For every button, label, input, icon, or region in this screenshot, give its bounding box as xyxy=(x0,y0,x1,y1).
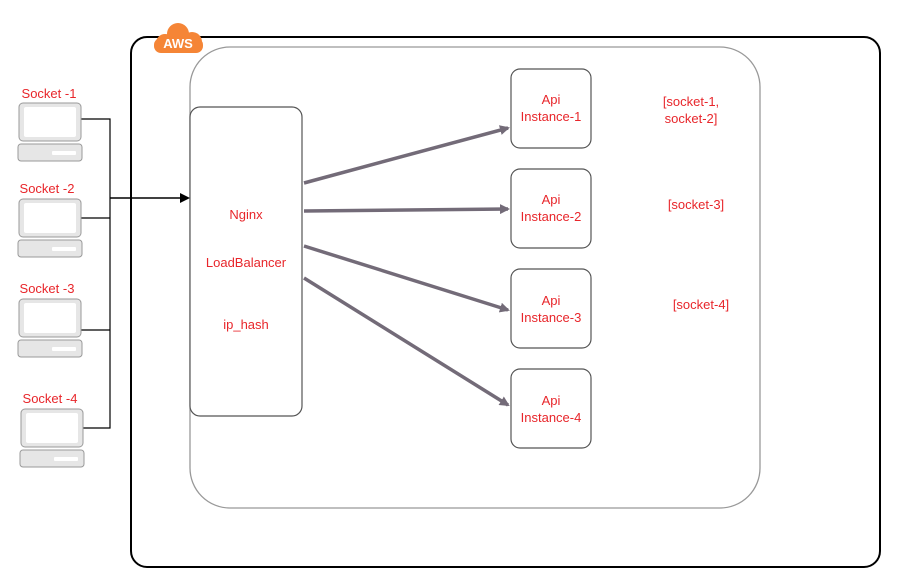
client-label: Socket -1 xyxy=(22,86,77,101)
api-instance-label-line1: Api xyxy=(542,393,561,408)
arrow-to-instance-3 xyxy=(303,244,510,313)
aws-cloud-icon xyxy=(154,23,203,53)
api-instance-label-line2: Instance-1 xyxy=(521,109,582,124)
api-instance-4: Api Instance-4 xyxy=(510,368,592,449)
api-instance-box xyxy=(510,168,592,249)
api-instance-label-line1: Api xyxy=(542,92,561,107)
instance-1-sockets-line2: socket-2] xyxy=(665,111,718,126)
client-label: Socket -3 xyxy=(20,281,75,296)
arrow-to-instance-4 xyxy=(303,276,510,407)
client-2: Socket -2 xyxy=(17,181,83,258)
api-instance-box xyxy=(510,68,592,149)
api-instance-label-line1: Api xyxy=(542,192,561,207)
instance-1-sockets-line1: [socket-1, xyxy=(663,94,719,109)
api-instance-box xyxy=(510,268,592,349)
api-instance-2: Api Instance-2 xyxy=(510,168,592,249)
api-instance-label-line2: Instance-4 xyxy=(521,410,582,425)
client-connectors xyxy=(71,118,111,434)
laptop-icon xyxy=(19,408,85,468)
api-instance-3: Api Instance-3 xyxy=(510,268,592,349)
client-label: Socket -4 xyxy=(23,391,78,406)
arrow-to-instance-2 xyxy=(303,204,510,215)
instance-2-sockets: [socket-3] xyxy=(668,197,724,212)
load-balancer-box xyxy=(189,106,303,417)
client-4: Socket -4 xyxy=(19,391,85,468)
connector-line xyxy=(80,118,111,429)
api-instance-label-line2: Instance-3 xyxy=(521,310,582,325)
laptop-icon xyxy=(17,102,83,162)
load-balancer-method: ip_hash xyxy=(223,317,269,332)
load-balancer-type: LoadBalancer xyxy=(206,255,287,270)
aws-cloud-boundary xyxy=(130,36,881,568)
client-1: Socket -1 xyxy=(17,86,83,162)
load-balancer-name: Nginx xyxy=(229,207,263,222)
laptop-icon xyxy=(17,298,83,358)
aws-badge-label: AWS xyxy=(163,36,193,51)
load-balancer: Nginx LoadBalancer ip_hash xyxy=(189,106,303,417)
instance-3-sockets: [socket-4] xyxy=(673,297,729,312)
client-label: Socket -2 xyxy=(20,181,75,196)
api-instance-label-line1: Api xyxy=(542,293,561,308)
arrow-to-instance-1 xyxy=(303,125,510,185)
api-instance-1: Api Instance-1 xyxy=(510,68,592,149)
api-instance-box xyxy=(510,368,592,449)
client-3: Socket -3 xyxy=(17,281,83,358)
laptop-icon xyxy=(17,198,83,258)
api-instance-label-line2: Instance-2 xyxy=(521,209,582,224)
aws-badge: AWS xyxy=(154,23,203,53)
